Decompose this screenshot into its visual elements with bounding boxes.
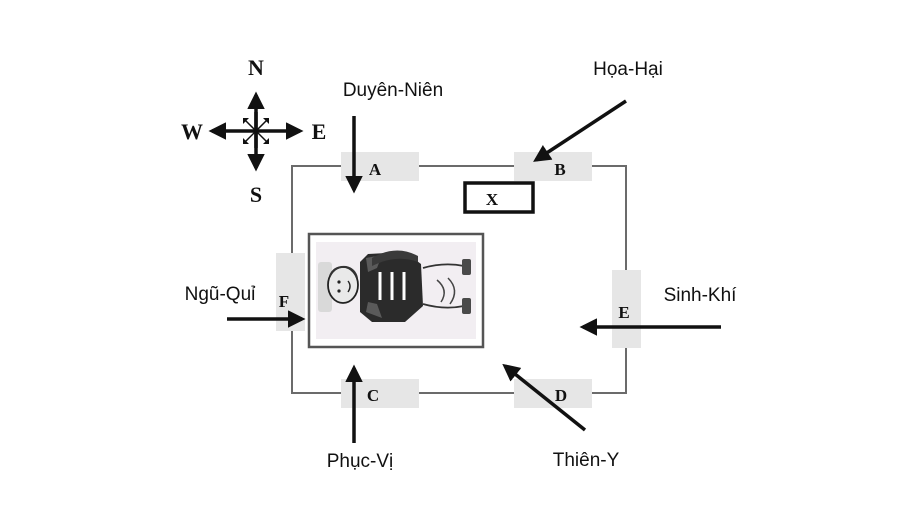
door-b-label: B xyxy=(554,160,565,179)
compass-arrows-icon xyxy=(208,91,304,172)
door-c-label: C xyxy=(367,386,379,405)
label-sinh-khi: Sinh-Khí xyxy=(664,285,738,306)
direction-labels: Duyên-Niên Họa-Hại Ngũ-Quỉ Sinh-Khí Phục… xyxy=(185,59,738,472)
compass-north-label: N xyxy=(248,55,264,80)
compass-south-label: S xyxy=(250,182,262,207)
compass-west-label: W xyxy=(181,119,203,144)
door-f-label: F xyxy=(279,292,289,311)
arrow-thien-y xyxy=(502,363,587,432)
door-e-label: E xyxy=(618,303,629,322)
sleeping-person-icon xyxy=(318,250,471,322)
direction-arrows xyxy=(227,99,721,443)
door-d-label: D xyxy=(555,386,567,405)
label-phuc-vi: Phục-Vị xyxy=(327,451,394,472)
compass-east-label: E xyxy=(312,119,327,144)
label-hoa-hai: Họa-Hại xyxy=(593,59,663,80)
label-duyen-nien: Duyên-Niên xyxy=(343,80,443,101)
bed xyxy=(307,232,485,349)
arrow-hoa-hai xyxy=(533,99,627,162)
marker-label: X xyxy=(486,190,499,209)
compass-rose: N S E W xyxy=(181,55,326,207)
label-thien-y: Thiên-Y xyxy=(553,450,620,471)
label-ngu-qui: Ngũ-Quỉ xyxy=(185,284,257,305)
door-e xyxy=(612,270,641,348)
door-b xyxy=(514,152,592,181)
door-a-label: A xyxy=(369,160,382,179)
marker-box xyxy=(463,181,535,214)
